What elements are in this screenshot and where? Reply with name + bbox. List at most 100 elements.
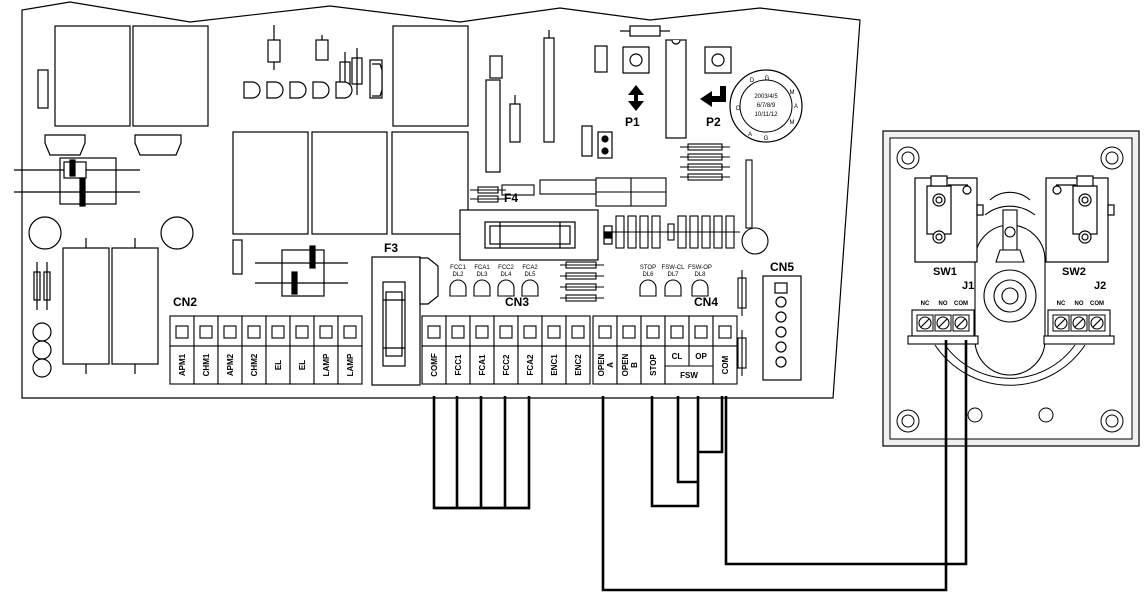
terminal: ENC1 bbox=[541, 315, 567, 385]
terminal-screw bbox=[271, 325, 285, 339]
terminal: FCC2 bbox=[493, 315, 519, 385]
terminal-label: ENC2 bbox=[574, 354, 583, 376]
terminal: FCC1 bbox=[445, 315, 471, 385]
terminal-screw bbox=[598, 325, 612, 339]
terminal-screw bbox=[499, 325, 513, 339]
led-id: DL2 bbox=[452, 272, 464, 278]
terminal-label: LAMP bbox=[346, 353, 355, 376]
switch-sw1 bbox=[914, 175, 984, 263]
label-j2: J2 bbox=[1094, 280, 1106, 292]
terminal-screw bbox=[694, 325, 708, 339]
led-body bbox=[521, 279, 539, 297]
dial-letter: A bbox=[748, 132, 752, 138]
terminal-screw bbox=[343, 325, 357, 339]
terminal-label: COM bbox=[721, 355, 730, 374]
terminal: COMF bbox=[421, 315, 447, 385]
terminal-label: APM1 bbox=[178, 353, 187, 376]
terminal-screw bbox=[319, 325, 333, 339]
switch-terminal-label: NC bbox=[921, 301, 930, 307]
terminal-screw bbox=[718, 325, 732, 339]
terminal-label: ENC1 bbox=[550, 354, 559, 376]
terminal-screw bbox=[547, 325, 561, 339]
terminal-screw bbox=[670, 325, 684, 339]
terminal-label-box bbox=[193, 345, 219, 385]
switch-j2-terminals: NC NO COM bbox=[1043, 301, 1115, 345]
terminal-label: CHM1 bbox=[202, 353, 211, 376]
terminal-label-box bbox=[592, 345, 618, 385]
terminal: EL bbox=[265, 315, 291, 385]
terminal-screw bbox=[199, 325, 213, 339]
terminal-label-box bbox=[445, 345, 471, 385]
switch-terminal-label: NC bbox=[1057, 301, 1066, 307]
dial-letter: M bbox=[790, 90, 795, 96]
dial-line-3: 10/11/12 bbox=[755, 112, 779, 118]
switch-terminal-label: COM bbox=[954, 301, 968, 307]
fuse-f4 bbox=[459, 209, 613, 261]
terminal-screw bbox=[247, 325, 261, 339]
button-p1-arrow bbox=[628, 85, 644, 111]
terminal-label: COMF bbox=[430, 353, 439, 377]
label-p2: P2 bbox=[706, 115, 721, 129]
led-id: DL3 bbox=[476, 272, 488, 278]
dial-letter: O bbox=[736, 106, 741, 112]
terminal-label: FCC1 bbox=[454, 354, 463, 375]
terminal-label: FCA2 bbox=[526, 354, 535, 375]
dial-letter: M bbox=[790, 120, 795, 126]
terminal: APM1 bbox=[169, 315, 195, 385]
terminal-label: STOP bbox=[649, 354, 658, 376]
terminal: FCA2 bbox=[517, 315, 543, 385]
terminal-screw bbox=[223, 325, 237, 339]
terminal-screw bbox=[295, 325, 309, 339]
label-sw2: SW2 bbox=[1062, 266, 1086, 278]
terminal-label: FCA1 bbox=[478, 354, 487, 375]
terminal-label-box bbox=[640, 345, 666, 385]
terminal-label-box bbox=[469, 345, 495, 385]
led-label: FCA1 bbox=[474, 265, 490, 271]
switch-terminal-label: NO bbox=[1075, 301, 1084, 307]
terminal-screw bbox=[571, 325, 585, 339]
label-f3: F3 bbox=[384, 241, 398, 255]
label-cn2: CN2 bbox=[173, 295, 197, 309]
selector-dial: 2003/4/5 6/7/8/9 10/11/12 G M A M G A O … bbox=[729, 69, 803, 143]
led-body bbox=[449, 279, 467, 297]
terminal-label-box bbox=[565, 345, 591, 385]
led-label: FSW-OP bbox=[688, 265, 712, 271]
label-f4: F4 bbox=[504, 191, 518, 205]
led-body bbox=[639, 279, 657, 297]
terminal: ENC2 bbox=[565, 315, 591, 385]
terminal-label-box bbox=[337, 345, 363, 385]
small-components-top bbox=[243, 25, 383, 99]
transistor-middle bbox=[255, 245, 348, 297]
led-body bbox=[497, 279, 515, 297]
label-sw1: SW1 bbox=[933, 266, 957, 278]
led-id: DL7 bbox=[667, 272, 679, 278]
led-label: FSW-CL bbox=[662, 265, 686, 271]
terminal-label: CHM2 bbox=[250, 353, 259, 376]
led-id: DL4 bbox=[500, 272, 512, 278]
switch-terminal-label: COM bbox=[1090, 301, 1104, 307]
terminal-label-box bbox=[289, 345, 315, 385]
terminal-label-box bbox=[712, 345, 738, 385]
wiring bbox=[432, 340, 968, 592]
terminal: CHM2 bbox=[241, 315, 267, 385]
terminal-label: APM2 bbox=[226, 353, 235, 376]
terminal-label: OPENB bbox=[621, 353, 639, 376]
resistor-arrays bbox=[470, 143, 769, 255]
fuse-f3 bbox=[371, 256, 439, 386]
capacitors-left bbox=[28, 216, 194, 378]
terminal-label: CL bbox=[672, 352, 683, 361]
dial-line-2: 6/7/8/9 bbox=[757, 103, 776, 109]
led-id: DL5 bbox=[524, 272, 536, 278]
led-label: FCA2 bbox=[522, 265, 538, 271]
led-id: DL8 bbox=[694, 272, 706, 278]
led-body bbox=[691, 279, 709, 297]
